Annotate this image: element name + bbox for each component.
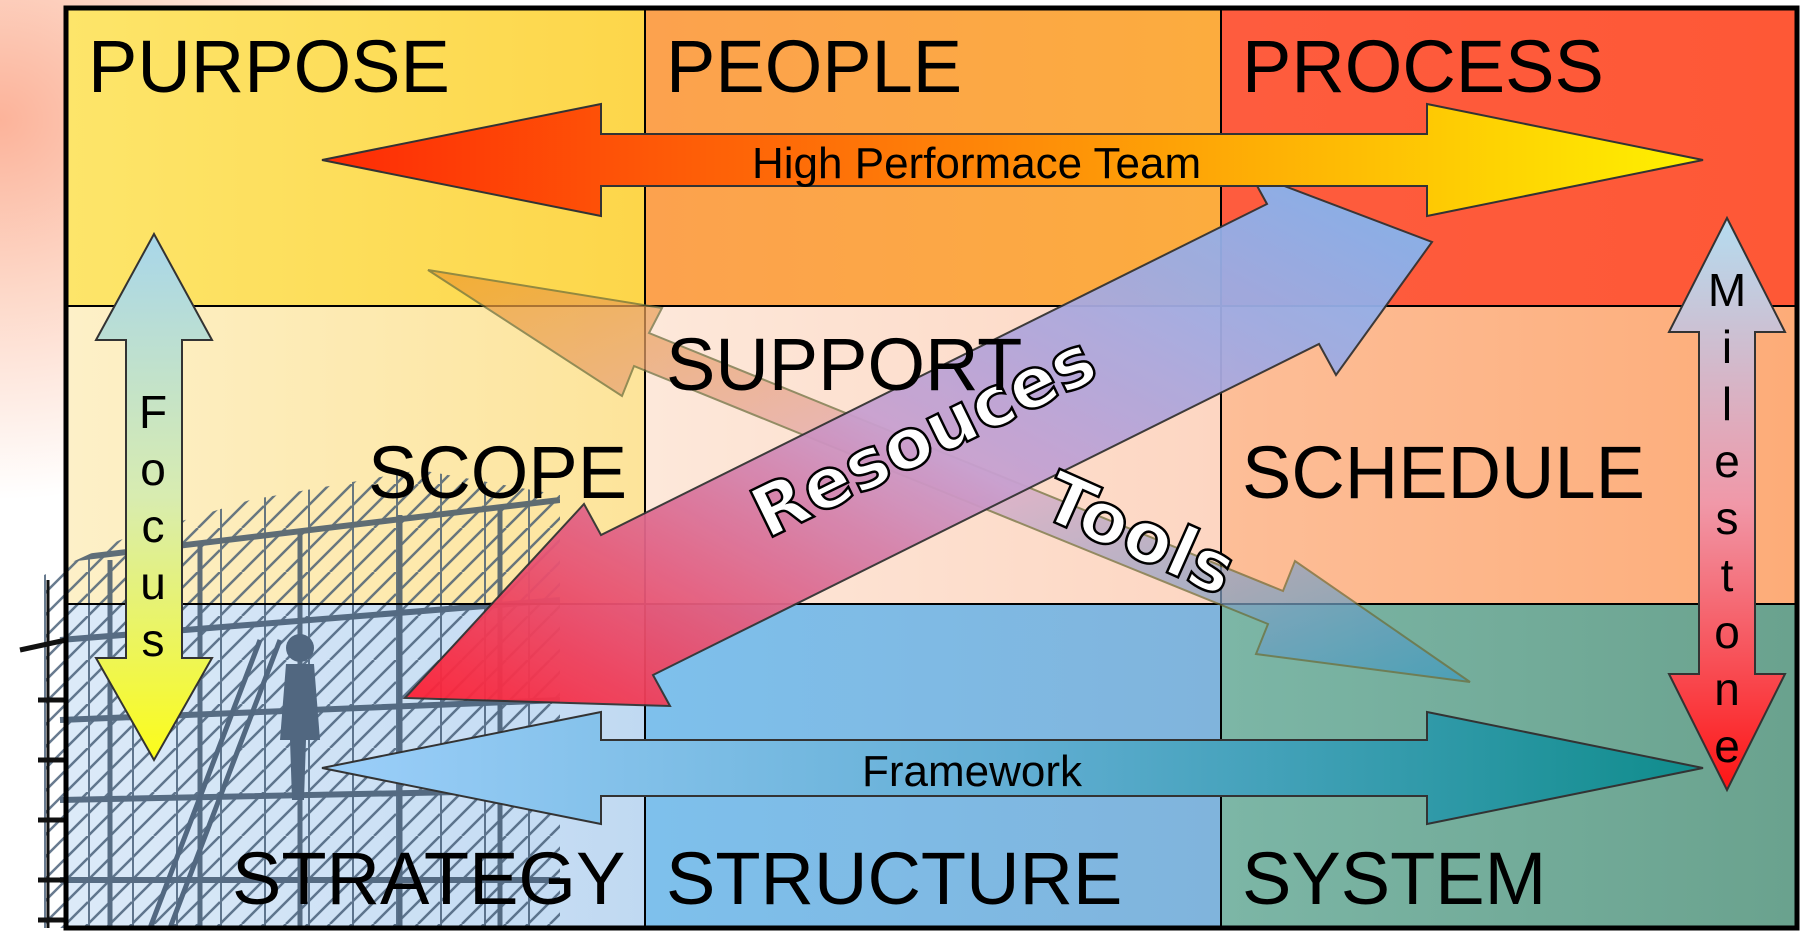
framework-label: Framework xyxy=(862,747,1083,796)
resources-arrow xyxy=(402,171,1434,708)
scope-label: SCOPE xyxy=(368,431,628,514)
process-label: PROCESS xyxy=(1242,25,1604,108)
high-performance-arrow xyxy=(321,102,1704,218)
people-label: PEOPLE xyxy=(666,25,963,108)
system-label: SYSTEM xyxy=(1242,837,1547,920)
framework-arrow xyxy=(321,710,1704,826)
support-label: SUPPORT xyxy=(666,323,1023,406)
structure-label: STRUCTURE xyxy=(666,837,1123,920)
scaffold-ticks xyxy=(19,580,67,928)
focus-arrow xyxy=(94,231,214,763)
schedule-label: SCHEDULE xyxy=(1242,431,1645,514)
high-performance-team-label: High Performace Team xyxy=(752,139,1202,188)
purpose-label: PURPOSE xyxy=(88,25,450,108)
milestone-label: M i l e s t o n e xyxy=(1707,264,1747,772)
milestone-arrow xyxy=(1667,215,1787,793)
focus-label: F o c u s xyxy=(138,386,168,666)
strategy-label: STRATEGY xyxy=(232,837,626,920)
grid-lines xyxy=(63,5,1800,931)
